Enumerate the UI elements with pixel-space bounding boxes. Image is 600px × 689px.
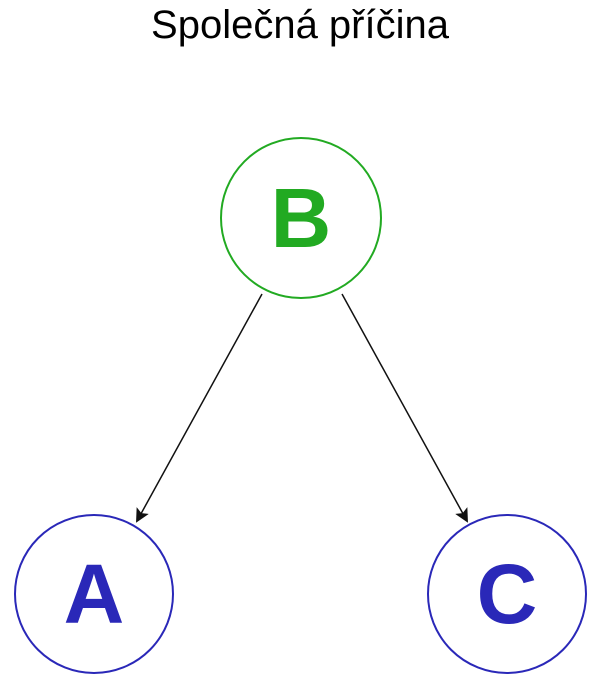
edge-b-to-c [341, 293, 468, 523]
node-a-label: A [64, 547, 125, 641]
node-c: C [427, 514, 587, 674]
node-c-circle [427, 514, 587, 674]
node-b-label: B [271, 171, 332, 265]
node-b: B [220, 137, 382, 299]
node-a: A [14, 514, 174, 674]
node-b-circle [220, 137, 382, 299]
node-c-label: C [477, 547, 538, 641]
diagram-title: Společná příčina [151, 3, 449, 47]
node-a-circle [14, 514, 174, 674]
edge-b-to-a [136, 293, 263, 523]
